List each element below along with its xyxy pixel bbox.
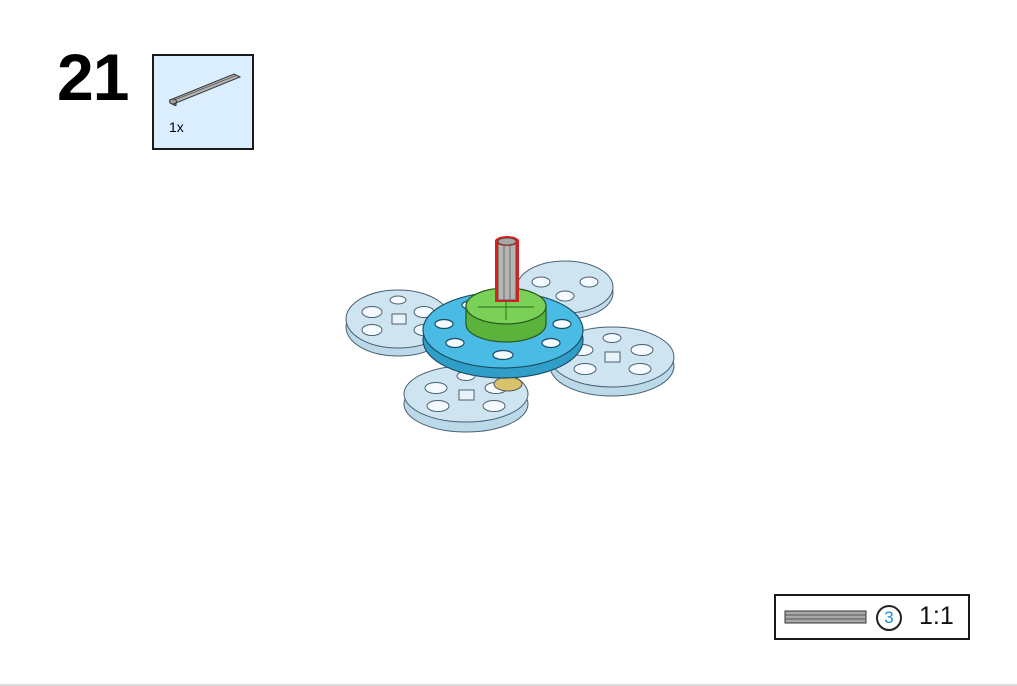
step-number: 21	[57, 40, 129, 114]
axle-length-callout: 3 1:1	[774, 594, 970, 640]
grey-axle-icon	[168, 73, 242, 106]
axle-length-number: 3	[876, 605, 902, 631]
page-bottom-rule	[0, 684, 1017, 686]
parts-list-box: 1x	[152, 54, 254, 150]
model-assembly	[330, 225, 690, 445]
part-quantity: 1x	[169, 119, 184, 135]
grey-axle-length-icon	[784, 610, 867, 624]
spinner-assembly-icon	[345, 236, 675, 433]
scale-label: 1:1	[919, 602, 954, 630]
